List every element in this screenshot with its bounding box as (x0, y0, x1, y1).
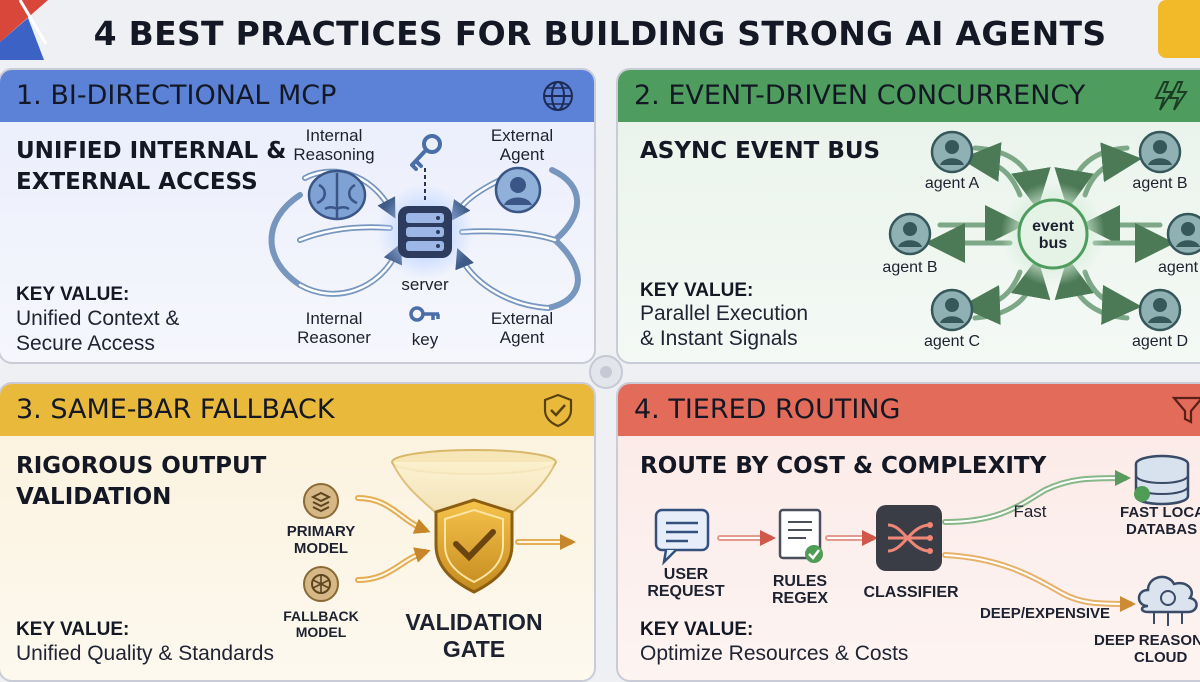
panel2-key-value-line1: Parallel Execution (640, 302, 809, 325)
panel2-key-value-label: KEY VALUE: (640, 280, 754, 301)
user-request-icon (654, 508, 710, 566)
shield-check-icon (543, 393, 573, 428)
panel1-header: 1. BI-DIRECTIONAL MCP (0, 70, 594, 122)
panel1-subtitle-line2: EXTERNAL ACCESS (16, 169, 258, 195)
label-agent-a: agent A (924, 175, 980, 192)
lightning-icon (1154, 81, 1188, 111)
panel3-key-value-text: Unified Quality & Standards (16, 642, 274, 665)
panel3-key-value-label: KEY VALUE: (16, 619, 130, 640)
panel3-header-title: 3. SAME-BAR FALLBACK (16, 394, 335, 425)
panel1-subtitle-line1: UNIFIED INTERNAL & (16, 138, 287, 164)
panel3-subtitle-line1: RIGOROUS OUTPUT (16, 453, 267, 479)
panel4-header: 4. TIERED ROUTING (618, 384, 1200, 436)
label-classifier: CLASSIFIER (863, 584, 959, 601)
agent-c-icon (930, 288, 974, 332)
label-deep-reason-line1: DEEP REASON (1094, 632, 1200, 649)
label-fallback-model-line2: MODEL (295, 624, 347, 640)
panel2-subtitle: ASYNC EVENT BUS (640, 138, 881, 164)
cloud-icon (1137, 575, 1198, 626)
label-external-agent-bottom-line1: External (490, 309, 554, 328)
funnel-icon (1171, 396, 1200, 424)
event-bus-label-line2: bus (1038, 235, 1068, 252)
agent-right-icon (1166, 212, 1200, 256)
server-icon (398, 206, 452, 258)
flow-server-to-external (545, 237, 581, 311)
brain-icon (307, 169, 367, 221)
agent-b-top-icon (1138, 130, 1182, 174)
agent-avatar-icon (494, 166, 542, 214)
label-key: key (411, 330, 439, 349)
label-external-agent-top-line2: Agent (499, 145, 545, 164)
panel4-key-value-label: KEY VALUE: (640, 619, 754, 640)
panel2-key-value-line2: & Instant Signals (640, 327, 798, 350)
label-internal-reasoner-line2: Reasoner (297, 328, 371, 347)
panel3-subtitle-line2: VALIDATION (16, 484, 172, 510)
panel3-header: 3. SAME-BAR FALLBACK (0, 384, 594, 436)
validation-shield-icon (434, 498, 514, 594)
classifier-icon (876, 505, 942, 571)
label-primary-model-line2: MODEL (293, 540, 349, 557)
fallback-model-icon (303, 566, 339, 602)
label-internal-reasoner-line1: Internal (305, 309, 363, 328)
panel1-key-value-line1: Unified Context & (16, 307, 180, 330)
panel-bidirectional-mcp: 1. BI-DIRECTIONAL MCP (0, 68, 596, 364)
panel2-header: 2. EVENT-DRIVEN CONCURRENCY (618, 70, 1200, 122)
label-agent-right: agent (1158, 259, 1199, 276)
label-external-agent-top-line1: External (490, 126, 554, 145)
page-title: 4 BEST PRACTICES FOR BUILDING STRONG AI … (93, 14, 1107, 53)
label-server: server (401, 275, 449, 294)
rules-regex-icon (778, 508, 823, 563)
panel4-key-value-text: Optimize Resources & Costs (640, 642, 909, 665)
label-user-request-line2: REQUEST (647, 583, 725, 600)
panel1-key-value-line2: Secure Access (16, 332, 155, 355)
primary-model-icon (303, 483, 339, 519)
label-agent-d: agent D (1131, 333, 1189, 350)
label-agent-b-top: agent B (1132, 175, 1188, 192)
label-fallback-model-line1: FALLBACK (283, 608, 359, 624)
agent-a-icon (930, 130, 974, 174)
label-deep-reason-line2: CLOUD (1134, 649, 1188, 666)
label-validation-gate-line1: VALIDATION (405, 609, 543, 635)
panel1-key-value-label: KEY VALUE: (16, 284, 130, 305)
label-user-request-line1: USER (663, 566, 709, 583)
label-fast-local-line1: FAST LOCA (1120, 504, 1200, 521)
label-fast-local-line2: DATABAS (1126, 521, 1198, 538)
globe-icon (543, 81, 573, 111)
label-agent-b-left: agent B (882, 259, 938, 276)
corner-decoration-right (1158, 0, 1200, 58)
label-rules-line2: REGEX (771, 590, 828, 607)
key-icon-top (410, 134, 442, 171)
label-internal-reasoning-line1: Internal (305, 126, 363, 145)
flow-external-to-server (549, 167, 581, 243)
database-icon (1134, 454, 1190, 506)
event-bus-node (1017, 198, 1089, 270)
key-icon-bottom (409, 306, 440, 322)
label-agent-c: agent C (923, 333, 981, 350)
panel4-subtitle: ROUTE BY COST & COMPLEXITY (640, 453, 1047, 479)
panel2-header-title: 2. EVENT-DRIVEN CONCURRENCY (634, 80, 1086, 111)
label-fast: Fast (1013, 502, 1047, 521)
label-internal-reasoning-line2: Reasoning (293, 145, 375, 164)
label-rules-line1: RULES (772, 573, 828, 590)
panel4-header-title: 4. TIERED ROUTING (634, 394, 901, 425)
panel1-header-title: 1. BI-DIRECTIONAL MCP (16, 80, 337, 111)
agent-b-left-icon (888, 212, 932, 256)
agent-d-icon (1138, 288, 1182, 332)
label-external-agent-bottom-line2: Agent (499, 328, 545, 347)
label-validation-gate-line2: GATE (442, 636, 506, 662)
corner-decoration-left (0, 0, 48, 60)
event-bus-label-line1: event (1032, 218, 1074, 235)
label-deep-expensive: DEEP/EXPENSIVE (979, 605, 1111, 622)
label-primary-model-line1: PRIMARY (286, 523, 356, 540)
